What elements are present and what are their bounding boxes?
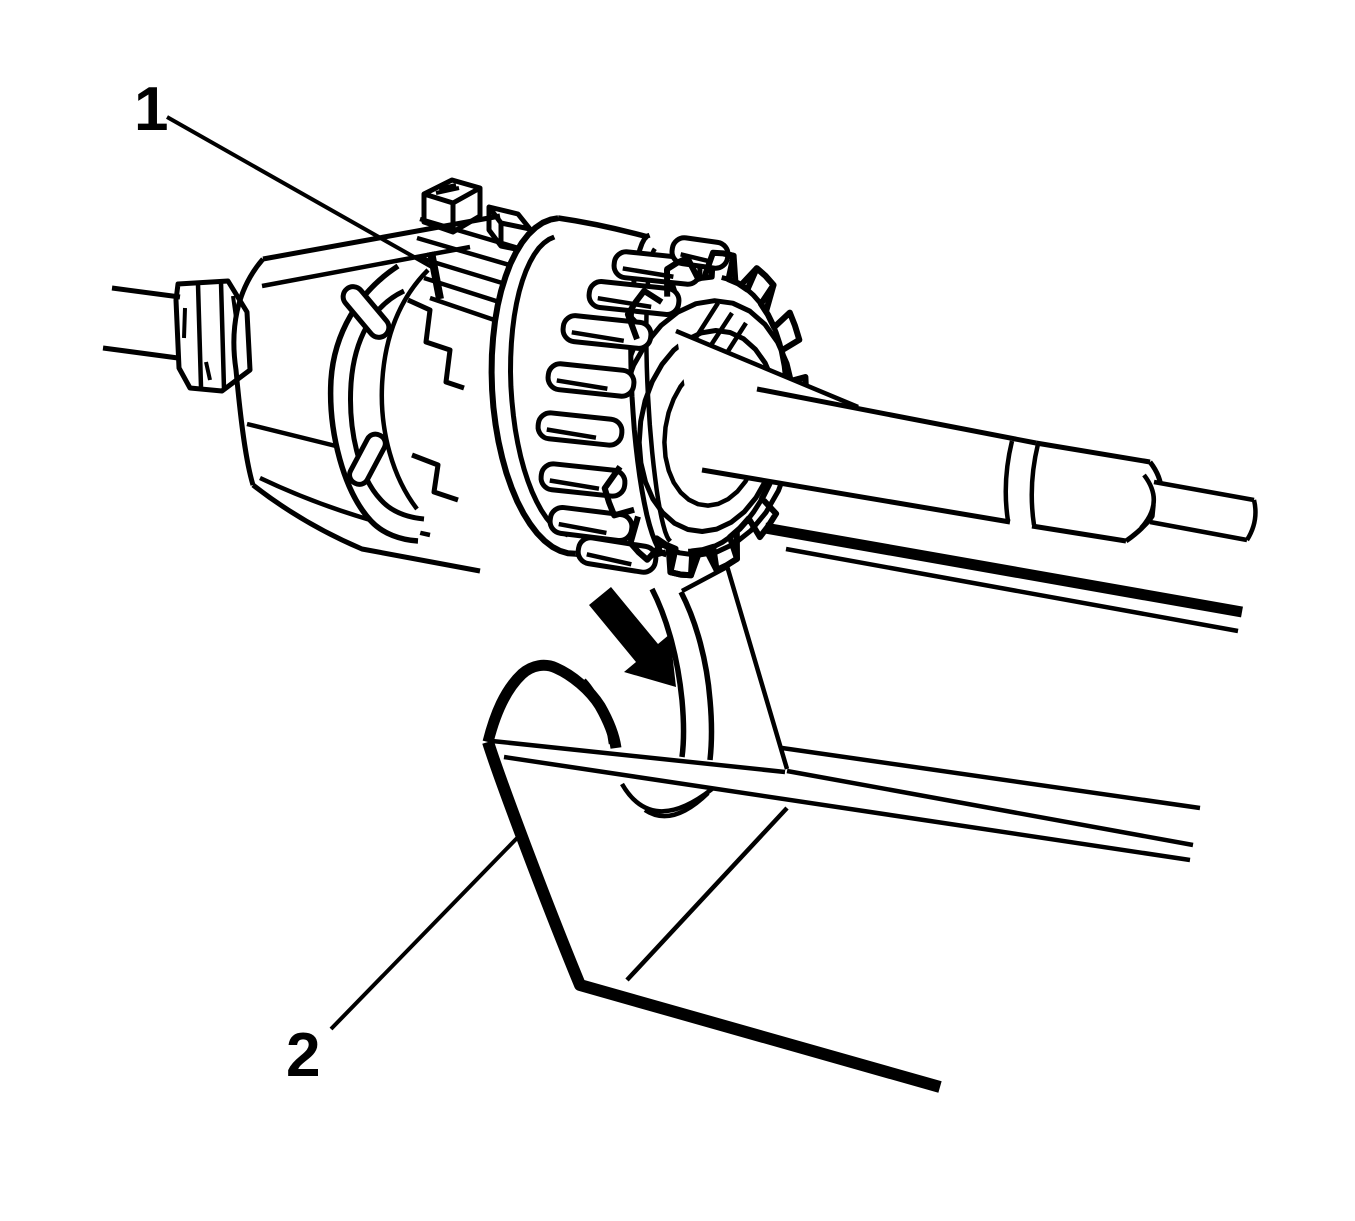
clip-tab-box-1	[421, 177, 483, 235]
callout-2-label: 2	[286, 1021, 320, 1090]
clip-latch-finger-lower	[411, 452, 459, 503]
insertion-direction-arrow	[589, 587, 676, 687]
body-bottom-silhouette	[251, 483, 481, 574]
bracket-face-inner-line	[625, 806, 789, 982]
arrow-icon	[589, 587, 676, 687]
sleeve-neck-bands	[1003, 440, 1041, 526]
bracket-web-slope-edge	[680, 565, 790, 770]
bracket-fold-line-upper	[786, 768, 1194, 848]
drum-slot	[545, 361, 637, 399]
bracket-fold-line-lower	[503, 754, 1191, 863]
drum-slot	[535, 410, 625, 448]
sleeve-silhouette	[1031, 440, 1151, 544]
bracket-top-edge-right	[781, 745, 1201, 811]
callout-2-leader	[329, 832, 523, 1031]
clip-latch-finger-upper	[406, 297, 465, 391]
rod-top-line	[756, 386, 1037, 446]
body-streak-mid	[246, 421, 349, 452]
callout-1: 1	[134, 75, 438, 272]
bracket-web-top-inner-line	[785, 546, 1239, 634]
notch-right-wall-outer	[649, 587, 687, 758]
clip-tab-box-1-slot	[435, 183, 460, 195]
rod-cone-top-line	[675, 328, 859, 410]
sleeve-fill	[1032, 443, 1162, 541]
notch-left-horn-inner-lip	[582, 678, 614, 745]
bracket-web-top-edge	[764, 522, 1243, 618]
sleeve-end-cap-inner	[1139, 473, 1157, 530]
notch-left-horn	[482, 659, 622, 749]
cable-retainer-clip	[327, 177, 550, 544]
drum-left-rim-outer	[488, 215, 576, 557]
clip-band-second-edge	[379, 268, 430, 511]
adjuster-rod	[675, 328, 1258, 544]
notch-seat-arc-inner	[643, 791, 710, 819]
clip-band-slot-lower	[347, 431, 388, 487]
drum-top-edge	[557, 215, 649, 240]
cable	[102, 285, 181, 361]
hex-outline	[173, 278, 253, 394]
hex-facet-dashes	[182, 295, 238, 381]
bracket-top-edge-left	[491, 738, 786, 775]
callout-1-leader	[166, 115, 438, 272]
rod-bottom-line	[701, 467, 1011, 525]
mounting-bracket	[482, 522, 1243, 1093]
lock-ring-teeth-overlay	[601, 249, 777, 579]
clip-band-slot-upper	[340, 284, 392, 340]
bore-ring-middle	[636, 328, 782, 534]
body-left-end-arc	[231, 257, 265, 486]
hex-fitting	[173, 278, 253, 394]
clip-rail-post	[427, 251, 444, 300]
callout-2: 2	[286, 832, 523, 1090]
callout-1-label: 1	[134, 75, 168, 144]
notch-right-wall-inner	[678, 590, 715, 761]
hex-facet-lines	[195, 281, 227, 390]
bracket-outline-thick	[482, 740, 942, 1093]
rod-tip-lines	[1149, 479, 1258, 543]
drum-left-rim-inner	[508, 234, 569, 538]
cable-end-assembly	[102, 177, 1258, 579]
rod-body-fill	[676, 331, 1036, 525]
clip-rail-lines	[416, 216, 550, 339]
cable-lines	[102, 285, 181, 361]
